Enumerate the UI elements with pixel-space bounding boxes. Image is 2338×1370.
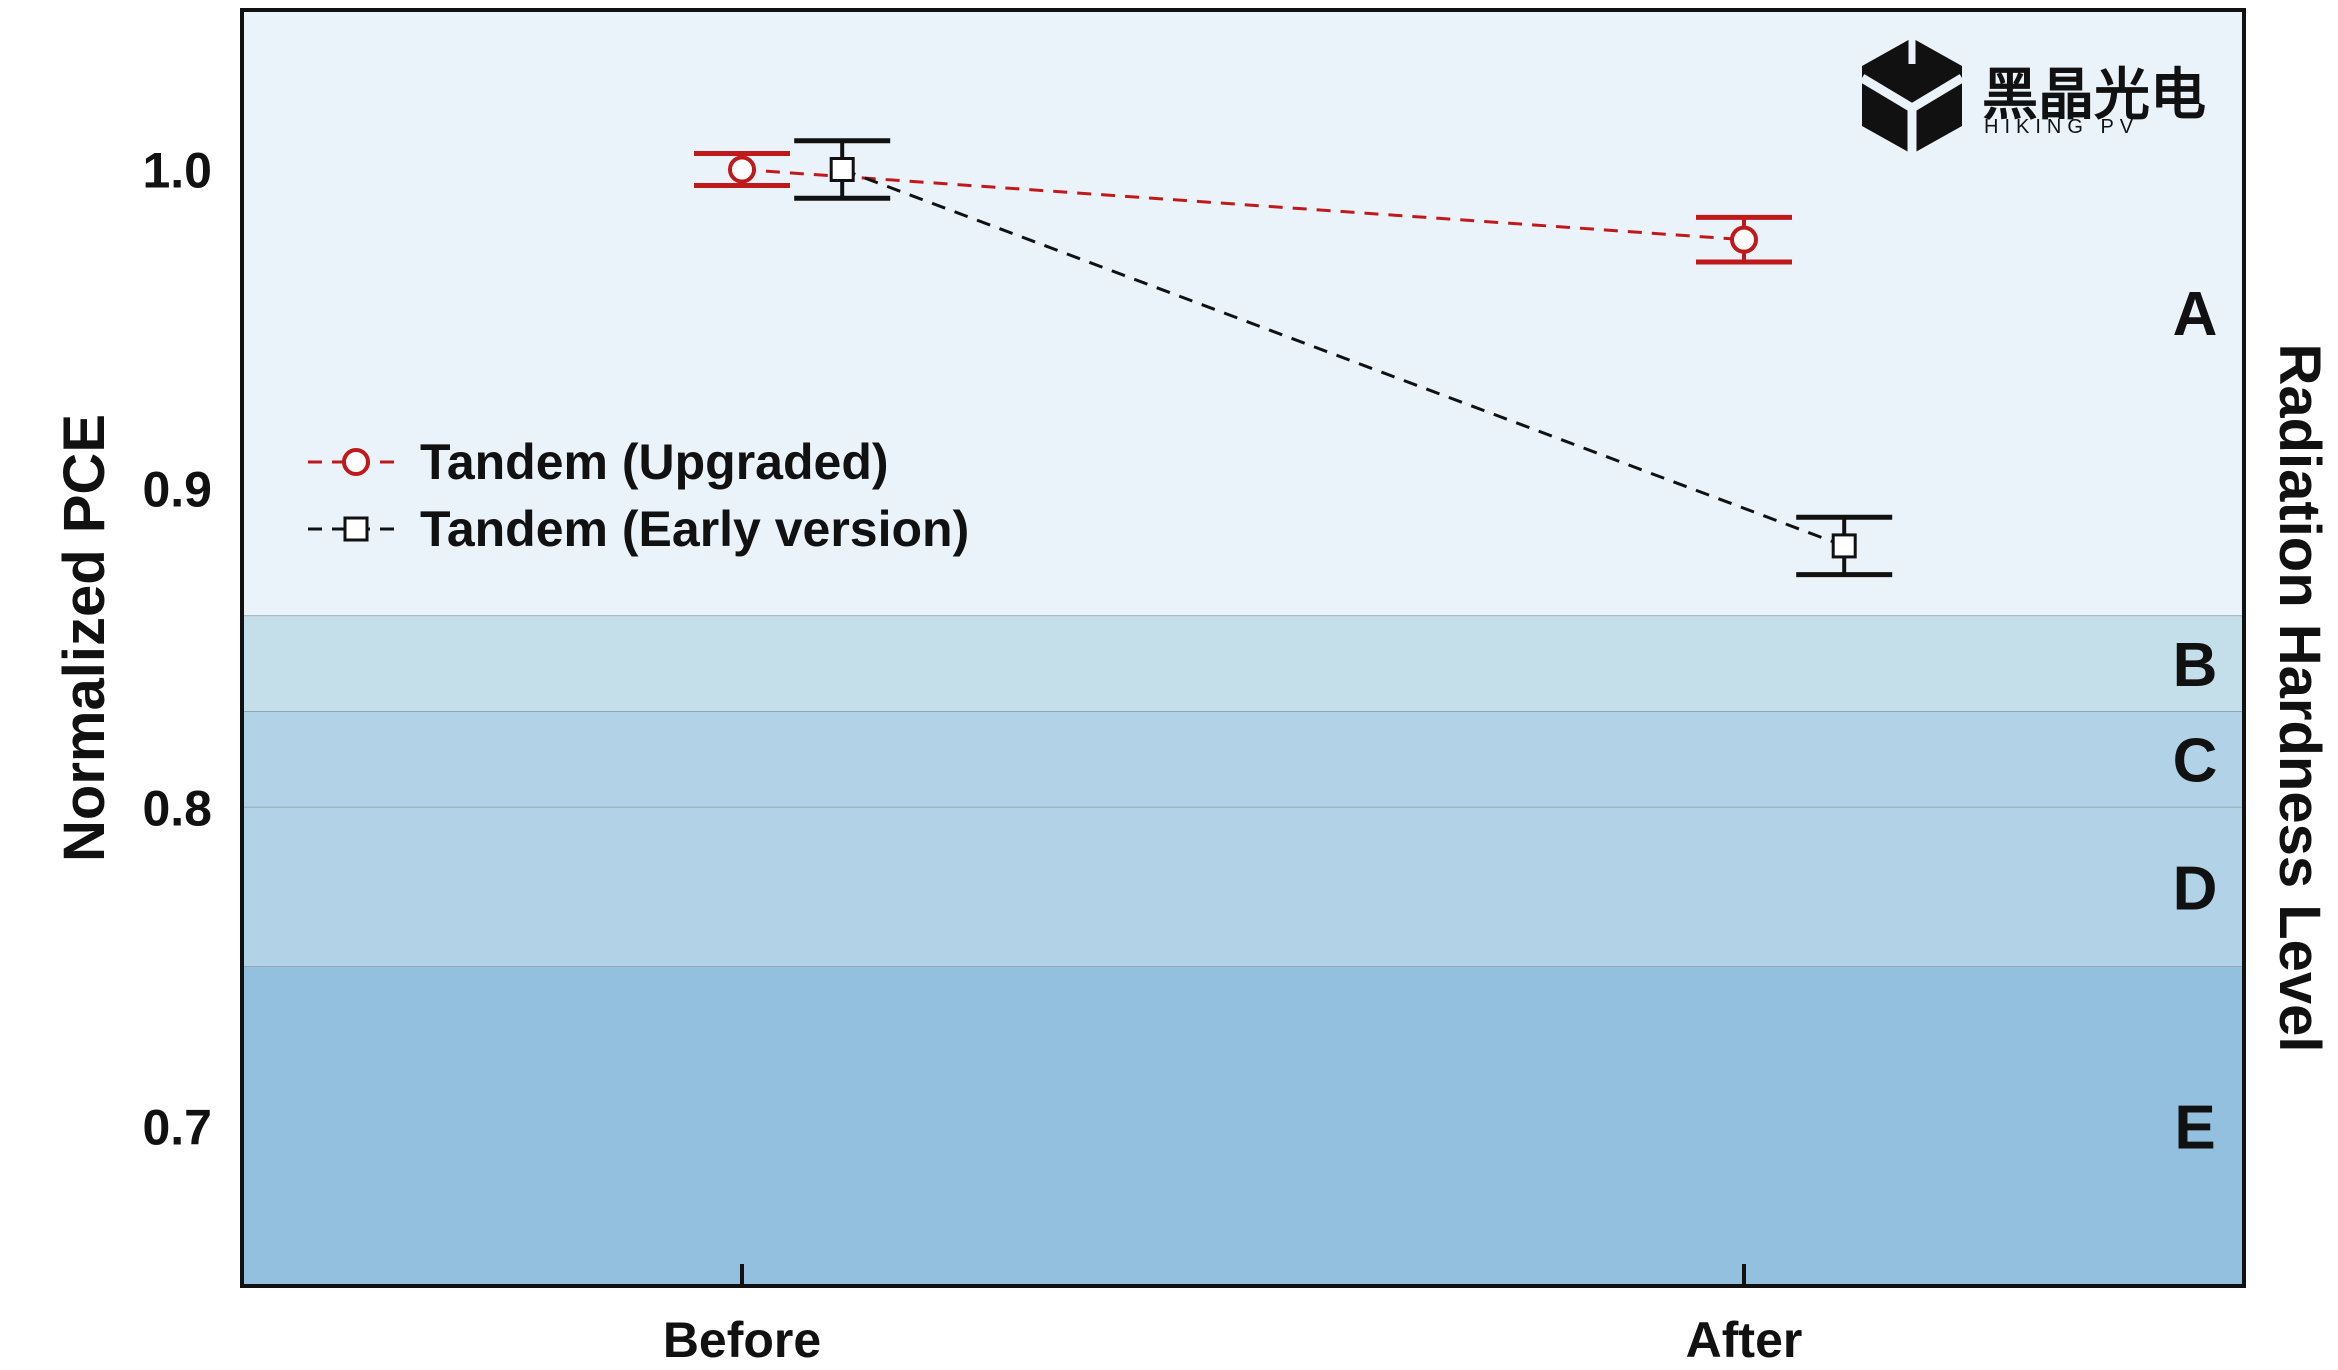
logo-name-en: HIKING PV <box>1984 116 2139 138</box>
data-point <box>1730 225 1758 254</box>
hiking-pv-logo: 黑晶光电 HIKING PV <box>1859 38 2206 154</box>
series-layer <box>694 138 1893 578</box>
x-axis-ticks: Before After <box>663 1264 1803 1368</box>
data-point <box>829 157 855 182</box>
legend-item-1: Tandem (Early version) <box>308 501 969 557</box>
data-point <box>728 155 756 184</box>
data-point <box>342 448 370 476</box>
band-d <box>242 807 2244 967</box>
y-tick-label: 0.9 <box>142 462 212 518</box>
plot-frame <box>240 8 2246 1288</box>
hardness-band-labels: A BCD E <box>2173 280 2218 1162</box>
legend: Tandem (Upgraded) Tandem (Early version) <box>308 434 969 557</box>
band-b <box>242 616 2244 712</box>
series-1 <box>794 138 1893 578</box>
y-tick-label: 0.8 <box>142 781 212 837</box>
y-tick-label: 1.0 <box>142 143 212 199</box>
logo-mark-icon <box>1859 38 1965 154</box>
band-label-b: B <box>2173 631 2218 700</box>
y-axis-title: Normalized PCE <box>52 414 117 862</box>
y-tick-label: 0.7 <box>142 1100 212 1156</box>
legend-label: Tandem (Early version) <box>420 501 969 557</box>
x-tick-label: Before <box>663 1312 821 1368</box>
band-c <box>242 711 2244 808</box>
band-label-e: E <box>2174 1094 2215 1163</box>
band-label-d: D <box>2173 854 2218 923</box>
hardness-bands <box>242 10 2244 1286</box>
series-0 <box>694 151 1792 265</box>
band-label-a: A <box>2173 280 2218 349</box>
legend-label: Tandem (Upgraded) <box>420 434 889 490</box>
x-tick-label: After <box>1686 1312 1803 1368</box>
data-point <box>343 516 369 542</box>
data-point <box>1831 533 1857 559</box>
band-label-c: C <box>2173 727 2218 796</box>
logo-name-cn: 黑晶光电 <box>1982 63 2206 128</box>
legend-item-0: Tandem (Upgraded) <box>308 434 889 490</box>
series-line <box>841 168 1845 548</box>
y-axis-ticks: 0.7 0.8 0.9 1.0 <box>142 143 212 1156</box>
band-e <box>242 967 2244 1286</box>
secondary-axis-title: Radiation Hardness Level <box>2267 343 2332 1052</box>
